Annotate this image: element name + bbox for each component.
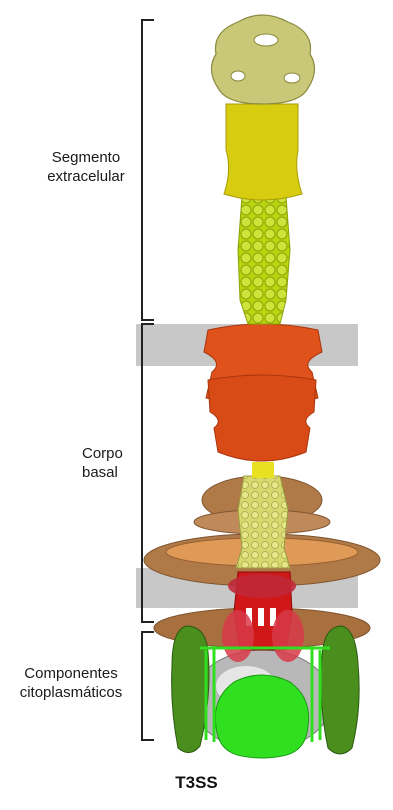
tip-hole [231,71,245,81]
bracket-extracellular [142,20,154,320]
label-line: Componentes [0,664,142,683]
label-line: extracelular [30,167,142,186]
rod-connector [252,462,274,478]
diagram-caption: T3SS [0,773,393,793]
tip-hole [254,34,278,46]
label-line: citoplasmáticos [0,683,142,702]
needle-filament [238,196,290,324]
label-line: Corpo [82,444,134,463]
cytoplasmic-pod-right [321,626,359,754]
label-line: Segmento [30,148,142,167]
label-cytoplasmic-components: Componentes citoplasmáticos [0,664,142,702]
inner-rod [236,476,290,568]
bracket-cytoplasmic [142,632,154,740]
tip-hole [284,73,300,83]
label-extracellular-segment: Segmento extracelular [30,148,142,186]
cytoplasmic-core [215,675,308,758]
tip-complex [211,15,314,104]
needle-sheath [224,104,302,200]
label-line: basal [82,463,134,482]
label-basal-body: Corpo basal [82,444,134,482]
cytoplasmic-pod-left [172,626,209,753]
outer-membrane-rings [204,324,322,461]
